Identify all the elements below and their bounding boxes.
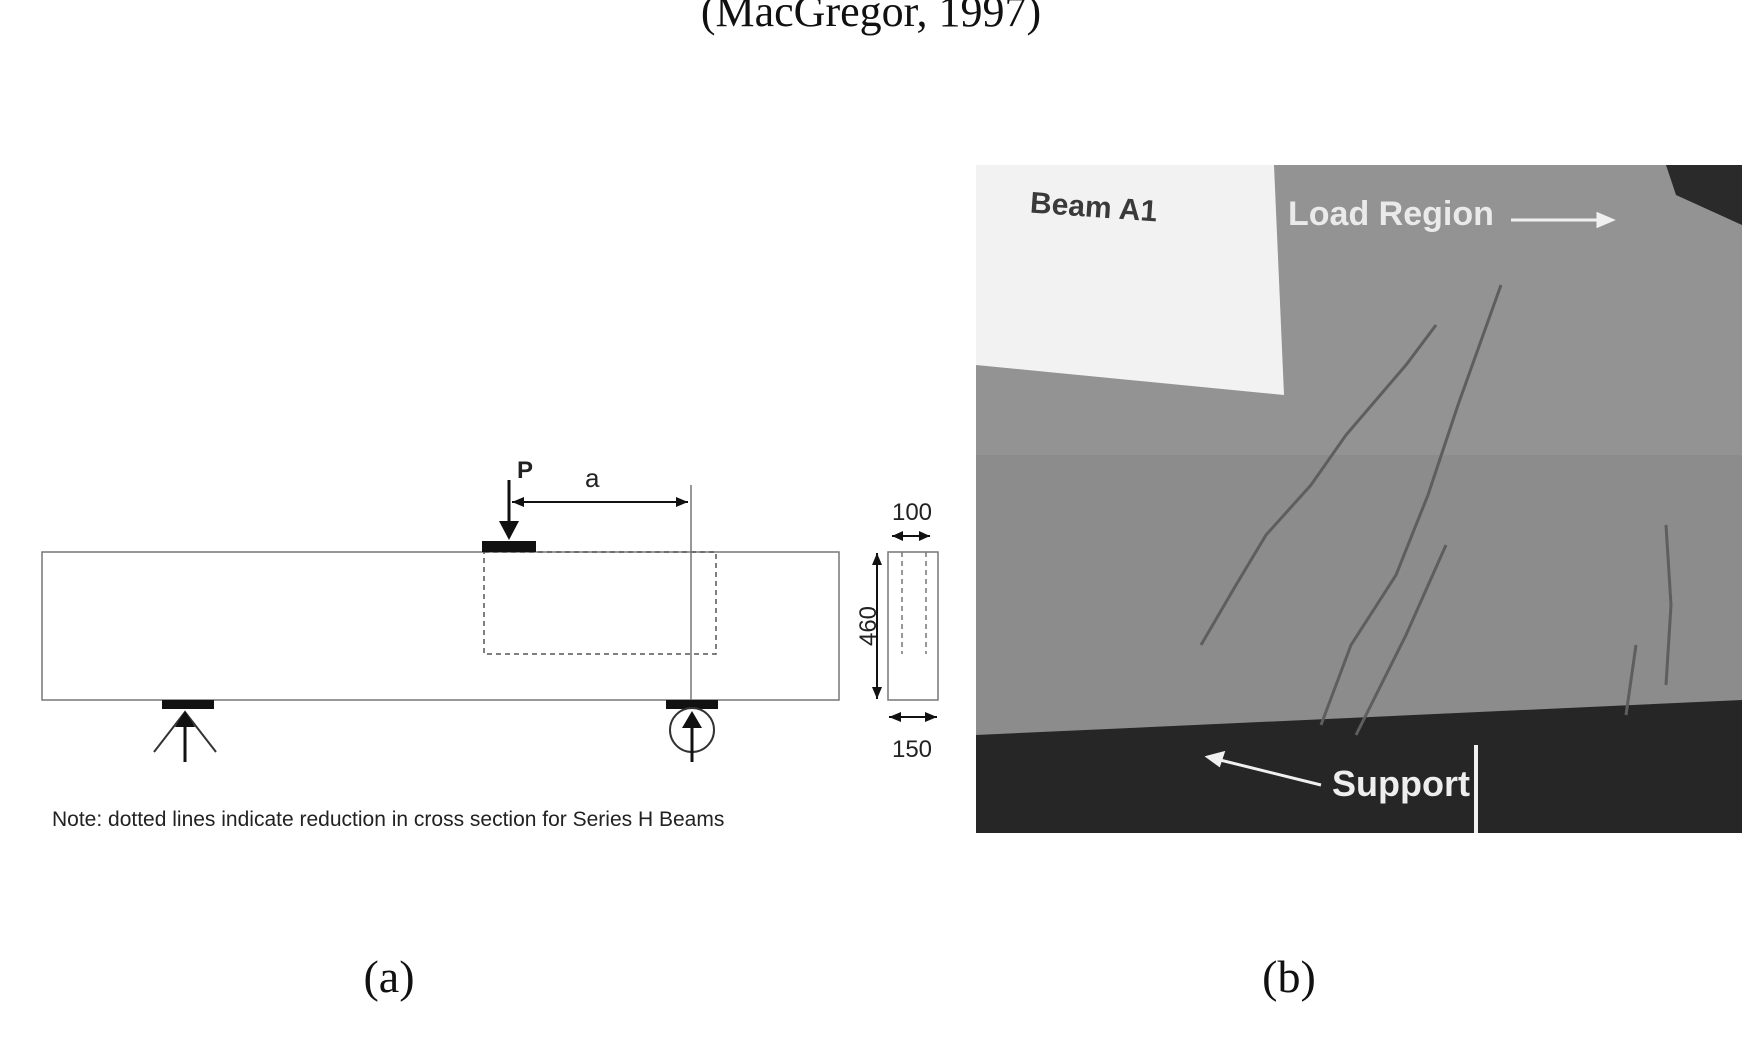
- load-label: P: [517, 457, 533, 484]
- load-plate: [482, 541, 536, 552]
- panel-label-a: (a): [363, 951, 415, 1002]
- support-label: Support: [1332, 763, 1470, 804]
- depth-dimension: [889, 712, 937, 722]
- beam-outline: [41, 551, 840, 701]
- citation: (MacGregor, 1997): [700, 0, 1042, 36]
- load-region-label: Load Region: [1288, 195, 1494, 233]
- reduced-section-outline: [483, 551, 717, 655]
- depth-label: 150: [892, 736, 932, 763]
- width-dimension: [892, 531, 930, 541]
- height-dimension: [872, 553, 882, 699]
- span-dimension: [512, 497, 688, 507]
- height-label: 460: [855, 606, 882, 646]
- beam-diagram: P a 460 100 150 Note: dotted: [41, 457, 939, 831]
- panel-label-b: (b): [1262, 951, 1316, 1002]
- load-arrow-icon: [499, 480, 519, 540]
- beam-photo: Beam A1 Load Region Support: [976, 165, 1742, 833]
- cross-section-outline: [887, 551, 939, 701]
- roller-support-icon: [669, 707, 715, 762]
- arrow-icon: [1511, 211, 1616, 229]
- arrow-icon: [1204, 750, 1322, 787]
- diagram-note: Note: dotted lines indicate reduction in…: [52, 808, 724, 831]
- left-bearing-plate: [162, 700, 214, 709]
- pin-support-icon: [153, 710, 217, 762]
- right-bearing-plate: [666, 700, 718, 709]
- span-label: a: [585, 463, 600, 493]
- width-label: 100: [892, 499, 932, 526]
